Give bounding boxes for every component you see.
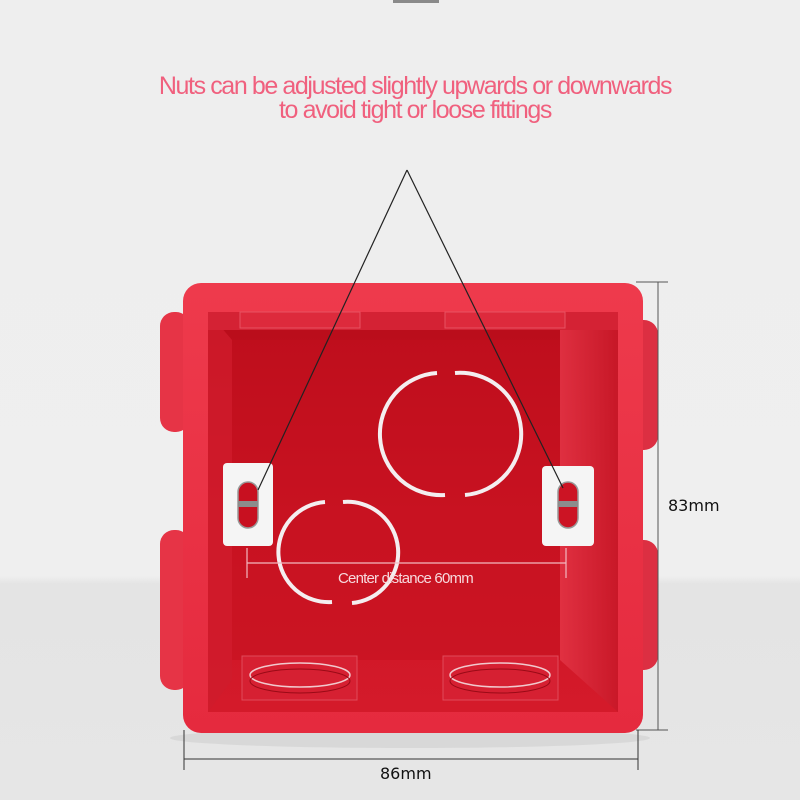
left-mounting-bracket <box>223 463 273 546</box>
back-knockouts <box>276 370 524 605</box>
callout-lines <box>257 169 564 491</box>
top-divider-bar <box>393 0 439 3</box>
width-dimension-line <box>183 730 639 770</box>
height-dimension-line <box>636 281 668 731</box>
headline-line-2: to avoid tight or loose fittings <box>278 96 552 124</box>
center-distance-label: Center distance 60mm <box>338 570 474 587</box>
width-dimension-label: 86mm <box>380 764 432 783</box>
right-mounting-bracket <box>542 466 594 546</box>
bottom-knockouts <box>241 655 559 701</box>
headline-line-1: Nuts can be adjusted slightly upwards or… <box>158 72 673 100</box>
height-dimension-label: 83mm <box>668 496 720 515</box>
left-side-knockouts <box>160 312 190 690</box>
center-distance-marker <box>246 548 567 578</box>
headline: Nuts can be adjusted slightly upwards or… <box>100 72 730 124</box>
